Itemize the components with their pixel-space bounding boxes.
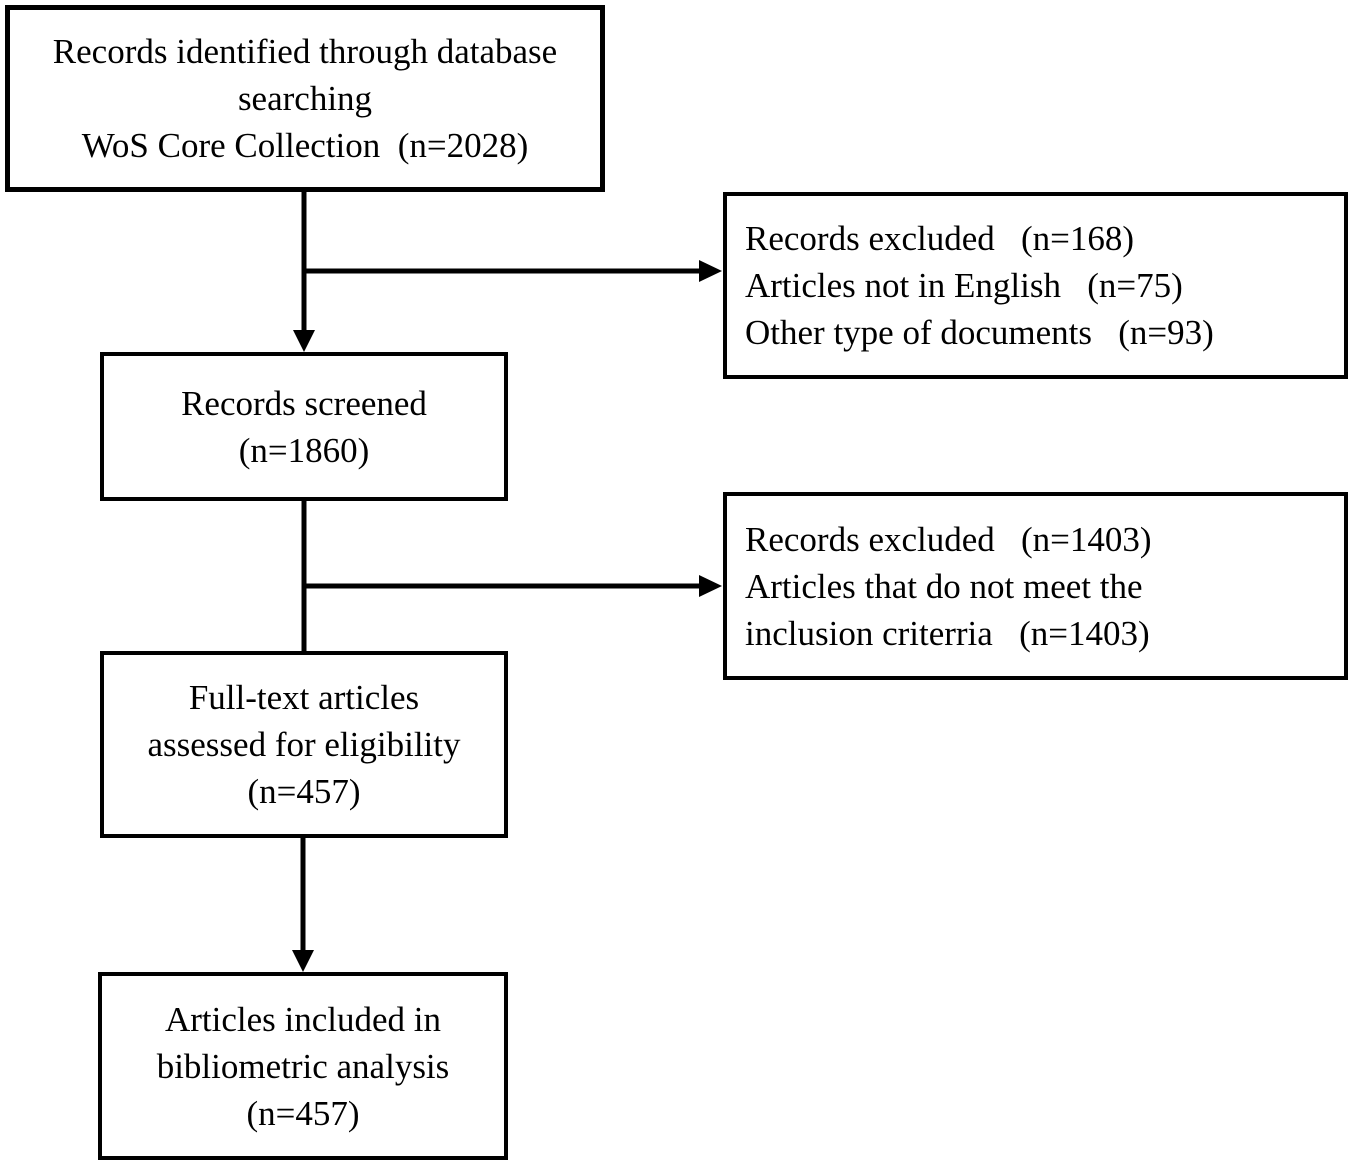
box-text-line: (n=457) [246, 1093, 360, 1133]
box-text-line: Other type of documents (n=93) [745, 313, 1214, 352]
box-records-excluded-eligibility: Records excluded (n=1403) Articles that … [723, 492, 1348, 680]
box-text-line: WoS Core Collection (n=2028) [81, 126, 529, 165]
box-text-line: searching [237, 79, 373, 118]
box-text-line: bibliometric analysis [156, 1046, 450, 1086]
box-articles-included: Articles included in bibliometric analys… [98, 972, 508, 1160]
box-text-line: (n=1860) [238, 430, 370, 470]
box-text-line: inclusion criterria (n=1403) [745, 613, 1150, 653]
box-records-excluded-screening: Records excluded (n=168) Articles not in… [723, 192, 1348, 379]
arrowhead-down-screened [293, 330, 315, 352]
box-fulltext-assessed: Full-text articles assessed for eligibil… [100, 651, 508, 838]
box-records-identified: Records identified through database sear… [5, 5, 605, 192]
box-text-line: Articles not in English (n=75) [745, 266, 1183, 305]
box-records-screened: Records screened (n=1860) [100, 352, 508, 501]
box-text-line: assessed for eligibility [147, 725, 461, 764]
box-text-line: Articles that do not meet the [745, 566, 1143, 606]
box-text-line: Records screened [181, 383, 427, 423]
arrowhead-right-excluded-screening [699, 260, 722, 282]
box-text-line: Full-text articles [188, 678, 420, 717]
box-text-line: Records excluded (n=1403) [745, 519, 1152, 559]
box-text-line: Records excluded (n=168) [745, 219, 1135, 258]
box-text-line: (n=457) [247, 772, 361, 811]
box-text-line: Records identified through database [52, 32, 558, 71]
arrowhead-right-excluded-eligibility [699, 575, 722, 597]
box-text-line: Articles included in [164, 999, 442, 1039]
arrowhead-down-included [292, 950, 314, 972]
